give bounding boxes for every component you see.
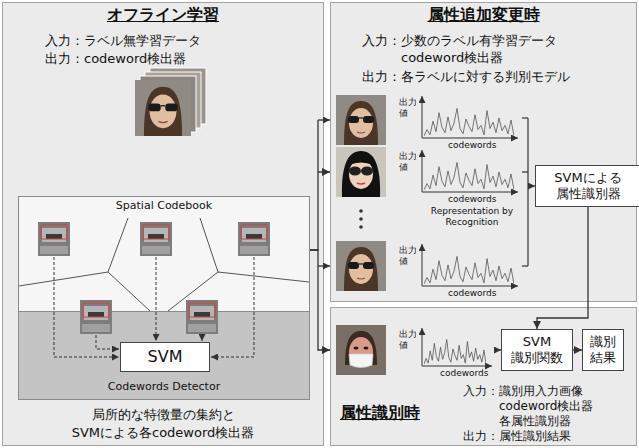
- result-box: 識別結果: [582, 329, 624, 371]
- text-holder: 出力値: [399, 97, 419, 119]
- histogram: [424, 162, 514, 189]
- box-label: SVM 識別関数: [508, 334, 566, 366]
- face-photo: [336, 241, 386, 291]
- text-holder: codewords: [448, 194, 497, 205]
- section-title: 属性識別時: [340, 403, 420, 423]
- panel-fill: [3, 3, 324, 446]
- input-arrow: [494, 349, 501, 350]
- inner-region: Codewords Detector Spatial CodebookSVM: [18, 196, 310, 400]
- dictionary-region: Spatial Codebook: [18, 196, 310, 312]
- partition-lines: [19, 218, 309, 311]
- bracket-arrow: [528, 185, 535, 186]
- axis-label: 出力値: [399, 329, 419, 351]
- panel-fill: [331, 3, 637, 302]
- text-holder: codewords: [440, 368, 489, 379]
- io-text: 入力：識別用入力画像 codeword検出器 各属性識別器: [463, 384, 628, 429]
- region-title: Codewords Detector: [18, 380, 310, 394]
- text-holder: 出力値: [399, 151, 419, 173]
- connector-arrow: [310, 250, 330, 350]
- io-text: 出力：属性識別結果: [463, 429, 571, 444]
- model-box: SVMによる 属性識別器: [535, 165, 639, 207]
- text-holder: 出力：codeword検出器: [45, 51, 186, 67]
- section-panel: 属性追加変更時入力：少数のラベル有学習データ codeword検出器出力：各ラベ…: [330, 2, 637, 302]
- text-holder: Representation by Recognition: [427, 206, 517, 228]
- axis-label: codewords: [448, 140, 497, 151]
- io-text: 入力：ラベル無学習データ: [45, 33, 201, 49]
- axis-label: 出力値: [399, 97, 419, 119]
- histogram: [424, 256, 514, 283]
- branch-arrow: [318, 120, 330, 266]
- text-holder: 入力：少数のラベル有学習データ codeword検出器: [362, 32, 602, 66]
- text-holder: 出力値: [399, 329, 419, 351]
- text-holder: 出力：各ラベルに対する判別モデル: [362, 68, 570, 85]
- box-label: 識別結果: [589, 334, 617, 366]
- axis-label: codewords: [440, 368, 489, 379]
- face-photo: [336, 95, 386, 145]
- patch-image: [238, 222, 270, 256]
- text-holder: codewords: [448, 140, 497, 151]
- region-title: Spatial Codebook: [18, 199, 310, 213]
- text-holder: 入力：ラベル無学習データ: [45, 33, 201, 49]
- axis-label: 出力値: [399, 151, 419, 173]
- section-panel: オフライン学習入力：ラベル無学習データ出力：codeword検出器局所的な特徴量…: [2, 2, 324, 446]
- model-box: SVM: [120, 342, 210, 372]
- histogram: [424, 108, 514, 135]
- face-photo: [135, 80, 191, 136]
- text-holder: 属性追加変更時: [330, 5, 637, 25]
- box-label: SVMによる 属性識別器: [542, 170, 634, 202]
- text-holder: オフライン学習: [2, 5, 324, 25]
- note-text: Representation by Recognition: [427, 206, 517, 228]
- axis-label: codewords: [448, 288, 497, 299]
- model-box: SVM 識別関数: [501, 329, 573, 371]
- caption-text: 局所的な特徴量の集約と SVMによる各codeword検出器: [58, 406, 268, 442]
- connector-arrow: [310, 172, 330, 250]
- patch-image: [38, 222, 70, 256]
- connector-arrow: [573, 349, 582, 350]
- histogram: [424, 340, 486, 365]
- region-fill: [19, 197, 310, 400]
- io-text: 入力：少数のラベル有学習データ codeword検出器: [362, 32, 602, 66]
- patch-image: [140, 222, 172, 256]
- box-label: SVM: [148, 347, 183, 367]
- face-photo: [336, 325, 386, 375]
- patch-image: [80, 300, 112, 334]
- bracket-lines: [522, 118, 528, 266]
- region-fill: [19, 197, 310, 312]
- text-holder: 局所的な特徴量の集約と SVMによる各codeword検出器: [58, 406, 268, 442]
- patch-image: [186, 300, 218, 334]
- axis-label: 出力値: [399, 245, 419, 267]
- face-photo: [336, 147, 386, 197]
- connector-arrow: [537, 207, 588, 329]
- section-title: 属性追加変更時: [330, 5, 637, 25]
- axis-label: codewords: [448, 194, 497, 205]
- io-text: 出力：codeword検出器: [45, 51, 186, 67]
- section-title: オフライン学習: [2, 5, 324, 25]
- ellipsis-dots: [359, 209, 363, 229]
- panel-fill: [331, 308, 637, 446]
- text-holder: Codewords Detector: [18, 380, 310, 394]
- text-holder: 出力値: [399, 245, 419, 267]
- text-holder: Spatial Codebook: [18, 199, 310, 213]
- text-holder: 属性識別時: [340, 403, 420, 423]
- histogram-axes: [422, 96, 518, 366]
- text-holder: 出力：属性識別結果: [463, 429, 571, 444]
- text-holder: codewords: [448, 288, 497, 299]
- text-holder: 入力：識別用入力画像 codeword検出器 各属性識別器: [463, 384, 628, 429]
- io-text: 出力：各ラベルに対する判別モデル: [362, 68, 570, 85]
